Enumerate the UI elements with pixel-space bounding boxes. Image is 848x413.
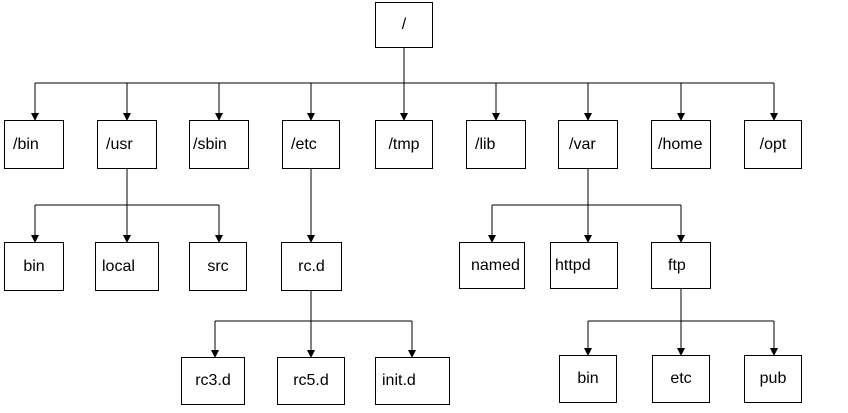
node-label: etc xyxy=(670,370,692,387)
node-rc3d: rc3.d xyxy=(181,357,245,405)
node-home: /home xyxy=(651,120,711,169)
node-usr: /usr xyxy=(97,120,157,169)
node-label: /usr xyxy=(106,135,133,153)
node-label: /bin xyxy=(13,135,39,153)
node-label: httpd xyxy=(555,256,591,274)
node-opt: /opt xyxy=(744,120,802,169)
node-rc5d: rc5.d xyxy=(277,357,345,405)
node-label: rc5.d xyxy=(293,372,329,389)
node-var-ftp: ftp xyxy=(651,242,711,289)
node-label: init.d xyxy=(382,372,416,389)
node-label: /tmp xyxy=(388,135,420,153)
node-usr-bin: bin xyxy=(4,242,64,291)
node-root: / xyxy=(375,2,433,48)
node-label: /opt xyxy=(759,135,787,153)
node-ftp-pub: pub xyxy=(744,355,802,403)
node-label: ftp xyxy=(668,256,686,274)
node-usr-src: src xyxy=(189,242,247,291)
node-label: pub xyxy=(759,370,787,387)
node-var-named: named xyxy=(459,242,525,289)
node-ftp-etc: etc xyxy=(652,355,710,403)
node-label: bin xyxy=(577,370,599,387)
node-label: / xyxy=(401,16,407,33)
node-usr-local: local xyxy=(95,242,159,291)
node-label: /etc xyxy=(291,135,317,153)
node-ftp-bin: bin xyxy=(559,355,617,403)
node-label: /home xyxy=(658,135,703,153)
node-var-httpd: httpd xyxy=(550,242,618,289)
node-tmp: /tmp xyxy=(375,120,433,169)
node-label: bin xyxy=(23,257,45,275)
node-etc: /etc xyxy=(282,120,340,169)
node-label: /var xyxy=(569,135,596,153)
node-label: named xyxy=(471,256,520,274)
node-label: /sbin xyxy=(193,135,227,153)
node-initd: init.d xyxy=(375,357,450,405)
node-label: local xyxy=(102,257,135,275)
node-lib: /lib xyxy=(466,120,526,169)
node-bin: /bin xyxy=(4,120,64,169)
node-label: /lib xyxy=(475,135,496,153)
node-var: /var xyxy=(558,120,618,169)
node-sbin: /sbin xyxy=(189,120,249,169)
node-label: src xyxy=(207,257,229,275)
node-label: rc3.d xyxy=(195,372,231,389)
node-label: rc.d xyxy=(298,257,325,275)
node-etc-rcd: rc.d xyxy=(281,242,342,291)
